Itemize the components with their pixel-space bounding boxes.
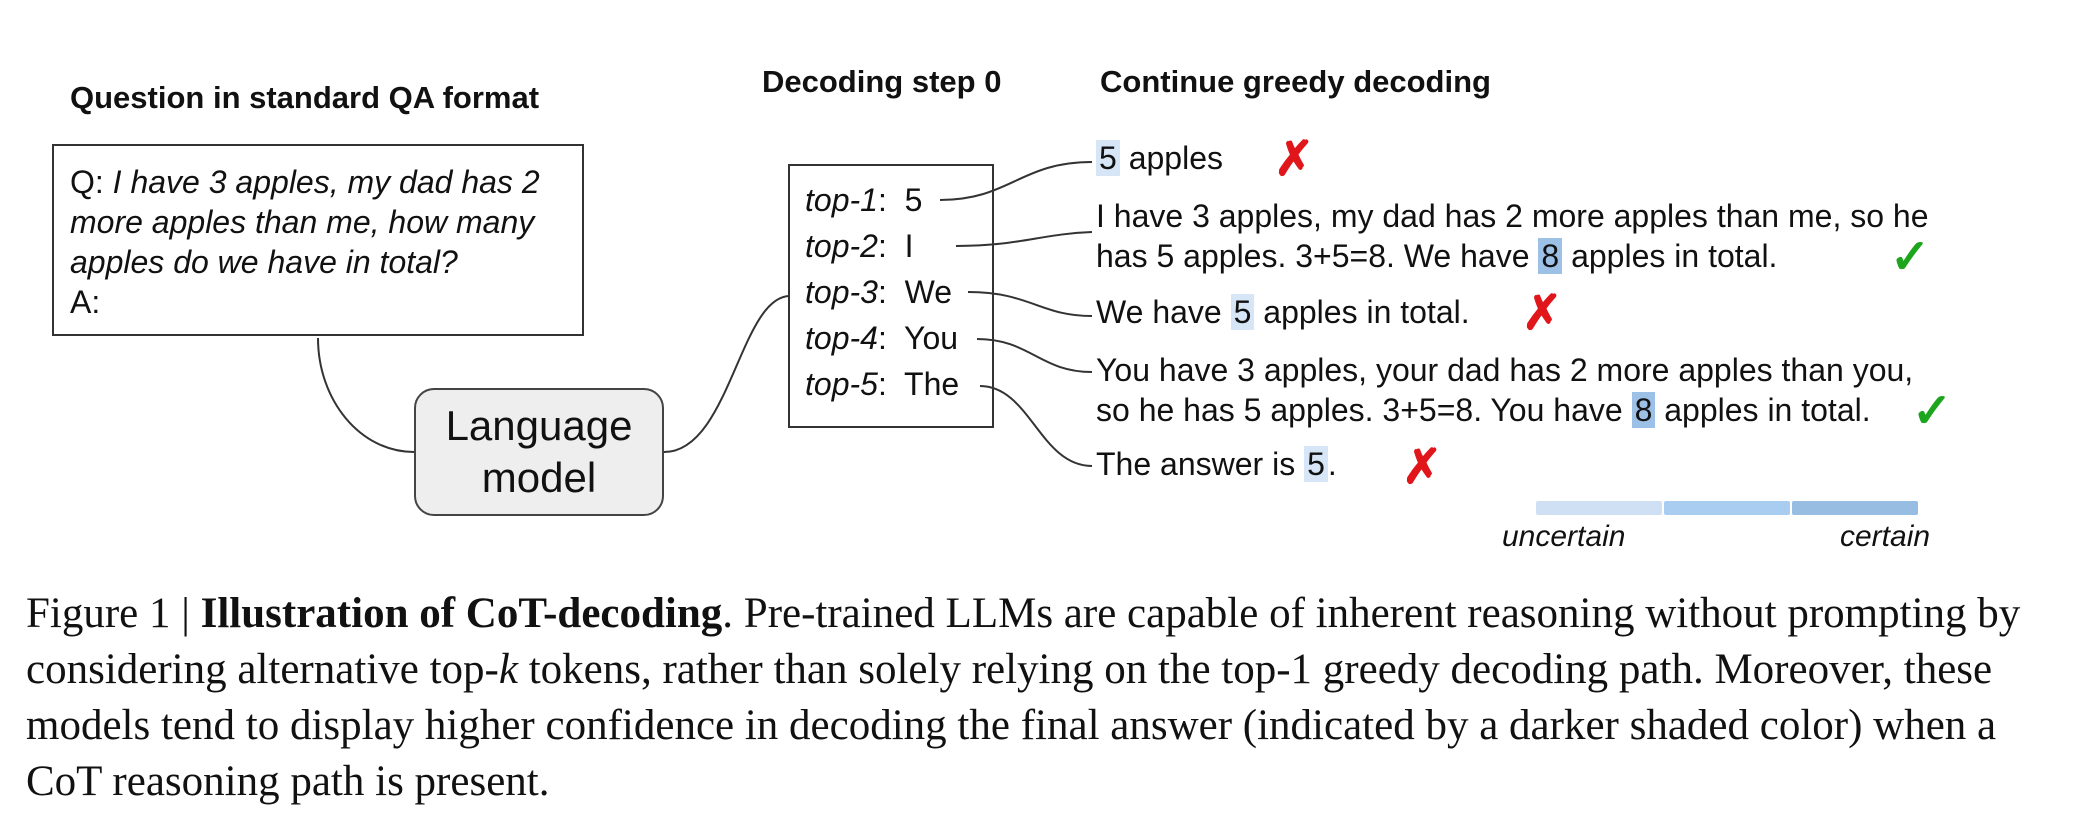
red-cross-icon: ✗ <box>1402 441 1443 494</box>
greedy-decoding-header: Continue greedy decoding <box>1100 64 1491 99</box>
path-3-answer-highlight: 5 <box>1230 294 1255 330</box>
candidate-token: You <box>904 320 959 356</box>
question-a-prefix: A: <box>70 284 101 320</box>
candidate-top2: top-2: I <box>805 228 914 265</box>
question-to-model-connector <box>317 337 415 453</box>
path-2-line-2: has 5 apples. 3+5=8. We have 8 apples in… <box>1096 238 1777 275</box>
path-text: . <box>1327 446 1337 482</box>
path-2-answer-highlight: 8 <box>1538 238 1563 274</box>
path-1-line: 5 apples <box>1096 140 1223 177</box>
candidate-rank: top-3 <box>805 274 878 310</box>
path-text: The answer is <box>1096 446 1305 482</box>
candidate-separator: : <box>877 320 887 356</box>
top1-connector <box>939 161 1093 201</box>
candidate-token: We <box>904 274 953 310</box>
candidate-token: The <box>904 366 960 402</box>
top4-connector <box>976 338 1093 373</box>
path-2-line-1: I have 3 apples, my dad has 2 more apple… <box>1096 198 1929 234</box>
confidence-scale-high <box>1792 501 1918 515</box>
candidate-rank: top-5 <box>805 366 878 402</box>
question-header: Question in standard QA format <box>70 80 540 115</box>
candidate-top1: top-1: 5 <box>805 182 922 219</box>
path-text: has 5 apples. 3+5=8. We have <box>1096 238 1539 274</box>
language-model-box: Language model <box>414 388 664 516</box>
candidate-separator: : <box>877 366 887 402</box>
candidate-token: 5 <box>904 182 923 218</box>
candidate-rank: top-4 <box>805 320 878 356</box>
question-q-prefix: Q: <box>70 164 113 200</box>
caption-k: k <box>498 646 518 693</box>
candidate-top5: top-5: The <box>805 366 959 403</box>
candidate-token: I <box>904 228 914 264</box>
confidence-uncertain-label: uncertain <box>1502 520 1626 553</box>
language-model-label-line2: model <box>481 454 597 501</box>
path-text: apples in total. <box>1655 392 1871 428</box>
candidate-rank: top-2 <box>805 228 878 264</box>
green-check-icon: ✓ <box>1890 231 1931 284</box>
candidate-top3: top-3: We <box>805 274 952 311</box>
caption-body-1: . Pre-trained LLMs are capable of inhere… <box>26 590 2021 693</box>
path-text: We have <box>1096 294 1231 330</box>
path-4-answer-highlight: 8 <box>1631 392 1656 428</box>
caption-title: Illustration of CoT-decoding <box>200 590 723 637</box>
decoding-step-header: Decoding step 0 <box>762 64 1002 99</box>
top2-connector <box>955 231 1093 247</box>
red-cross-icon: ✗ <box>1274 133 1315 186</box>
path-4-line-1: You have 3 apples, your dad has 2 more a… <box>1096 352 1914 388</box>
path-3-line: We have 5 apples in total. <box>1096 294 1470 331</box>
confidence-scale-low <box>1536 501 1662 515</box>
path-text: apples <box>1119 140 1223 176</box>
model-to-decoder-connector <box>663 295 791 453</box>
path-5-line: The answer is 5. <box>1096 446 1337 483</box>
candidate-top4: top-4: You <box>805 320 958 357</box>
candidate-separator: : <box>877 182 887 218</box>
caption-prefix: Figure 1 | <box>26 590 201 637</box>
path-1-answer-highlight: 5 <box>1096 140 1120 176</box>
path-text: so he has 5 apples. 3+5=8. You have <box>1096 392 1632 428</box>
question-box <box>52 144 584 336</box>
red-cross-icon: ✗ <box>1522 287 1563 340</box>
path-text: apples in total. <box>1562 238 1778 274</box>
candidate-rank: top-1 <box>805 182 878 218</box>
decoding-step-box <box>788 164 994 428</box>
path-text: apples in total. <box>1254 294 1470 330</box>
question-text: Q: I have 3 apples, my dad has 2 more ap… <box>70 162 590 322</box>
language-model-label-line1: Language <box>445 402 633 449</box>
caption-body-2: tokens, rather than solely relying on th… <box>26 646 1997 805</box>
path-5-answer-highlight: 5 <box>1304 446 1328 482</box>
question-body: I have 3 apples, my dad has 2 more apple… <box>70 164 540 280</box>
green-check-icon: ✓ <box>1912 385 1953 438</box>
figure-caption: Figure 1 | Illustration of CoT-decoding.… <box>26 586 2056 810</box>
candidate-separator: : <box>877 274 887 310</box>
top5-connector <box>979 385 1093 467</box>
path-4-line-2: so he has 5 apples. 3+5=8. You have 8 ap… <box>1096 392 1871 429</box>
candidate-separator: : <box>877 228 887 264</box>
top3-connector <box>967 291 1093 317</box>
confidence-certain-label: certain <box>1840 520 1931 553</box>
confidence-scale-mid <box>1664 501 1790 515</box>
